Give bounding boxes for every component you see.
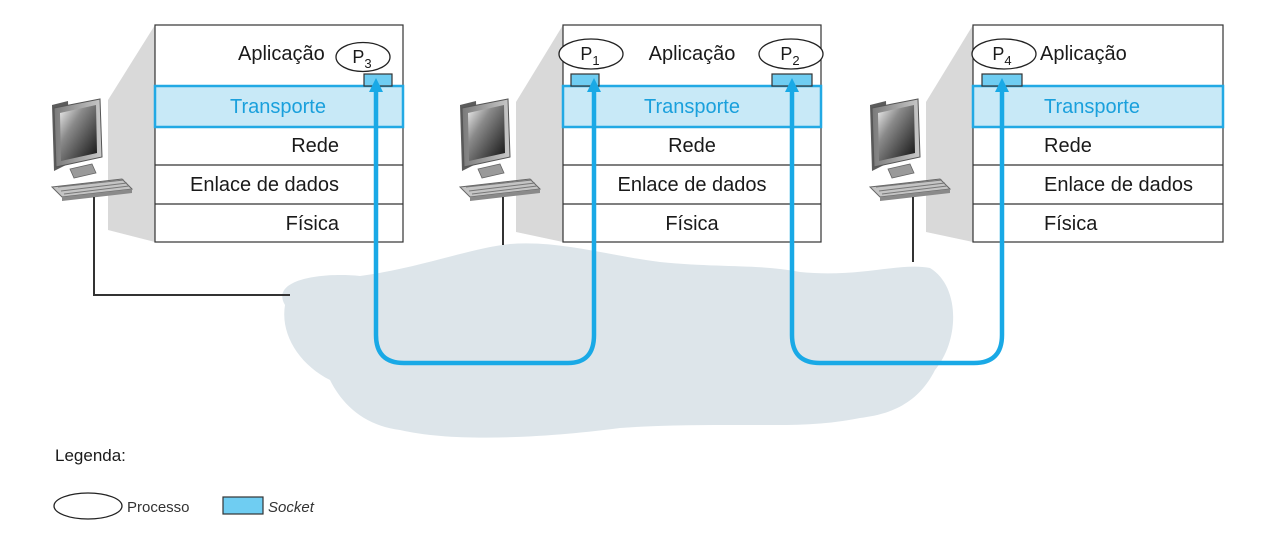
process-p3-sub: 3: [364, 56, 371, 71]
process-p2-sub: 2: [792, 53, 799, 68]
host-2-link-label: Enlace de dados: [617, 174, 766, 196]
process-p4-sub: 4: [1004, 53, 1011, 68]
host-2-transport-row: [561, 84, 823, 129]
host-1-network-label: Rede: [291, 135, 339, 157]
host-1-transport-row: [153, 84, 405, 129]
arrow-p4: [995, 78, 1009, 92]
host-3: Aplicação Transporte Rede Enlace de dado…: [869, 24, 1225, 262]
arrow-p2: [785, 78, 799, 92]
arrow-p3: [369, 78, 383, 92]
host-2-physical-label: Física: [665, 213, 719, 235]
process-p1-sub: 1: [592, 53, 599, 68]
host-3-link-label: Enlace de dados: [1044, 174, 1193, 196]
host-3-transport-label: Transporte: [1044, 96, 1140, 118]
process-p4: P4: [971, 38, 1037, 70]
arrow-p1: [587, 78, 601, 92]
legend-process-label: Processo: [127, 499, 190, 516]
legend-socket-symbol: [222, 496, 264, 515]
legend-socket-label: Socket: [268, 499, 315, 516]
process-p2-letter: P: [780, 44, 792, 64]
network-cloud: [282, 243, 954, 438]
host-2-shadow: [516, 25, 563, 242]
svg-text:P3: P3: [352, 47, 371, 71]
process-p4-letter: P: [992, 44, 1004, 64]
host-1-link-label: Enlace de dados: [190, 174, 339, 196]
host-1-transport-label: Transporte: [230, 96, 326, 118]
host-3-shadow: [926, 25, 973, 242]
process-p2: P2: [758, 38, 824, 70]
svg-text:P1: P1: [580, 44, 599, 68]
host-3-application-label: Aplicação: [1040, 43, 1127, 65]
svg-text:P4: P4: [992, 44, 1011, 68]
host-3-physical-label: Física: [1044, 213, 1098, 235]
host-1-physical-label: Física: [286, 213, 340, 235]
host-2-application-label: Aplicação: [649, 43, 736, 65]
connection-p2-p4: [789, 86, 1005, 366]
host-1-application-label: Aplicação: [238, 43, 325, 65]
host-1: Aplicação Transporte Rede Enlace de dado…: [51, 24, 405, 296]
host-3-transport-row: [971, 84, 1225, 129]
process-p3-letter: P: [352, 47, 364, 67]
host-1-cable: [93, 197, 290, 296]
connection-p3-p1: [373, 86, 597, 366]
host-3-network-label: Rede: [1044, 135, 1092, 157]
process-p3: P3: [335, 41, 391, 73]
legend-title: Legenda:: [55, 446, 126, 465]
host-1-shadow: [108, 25, 155, 242]
svg-text:P2: P2: [780, 44, 799, 68]
host-2: Aplicação Transporte Rede Enlace de dado…: [459, 24, 824, 245]
legend: Legenda: Processo Socket: [53, 446, 315, 520]
legend-process-symbol: [53, 492, 123, 520]
host-2-network-label: Rede: [668, 135, 716, 157]
process-p1: P1: [558, 38, 624, 70]
process-p1-letter: P: [580, 44, 592, 64]
host-2-transport-label: Transporte: [644, 96, 740, 118]
